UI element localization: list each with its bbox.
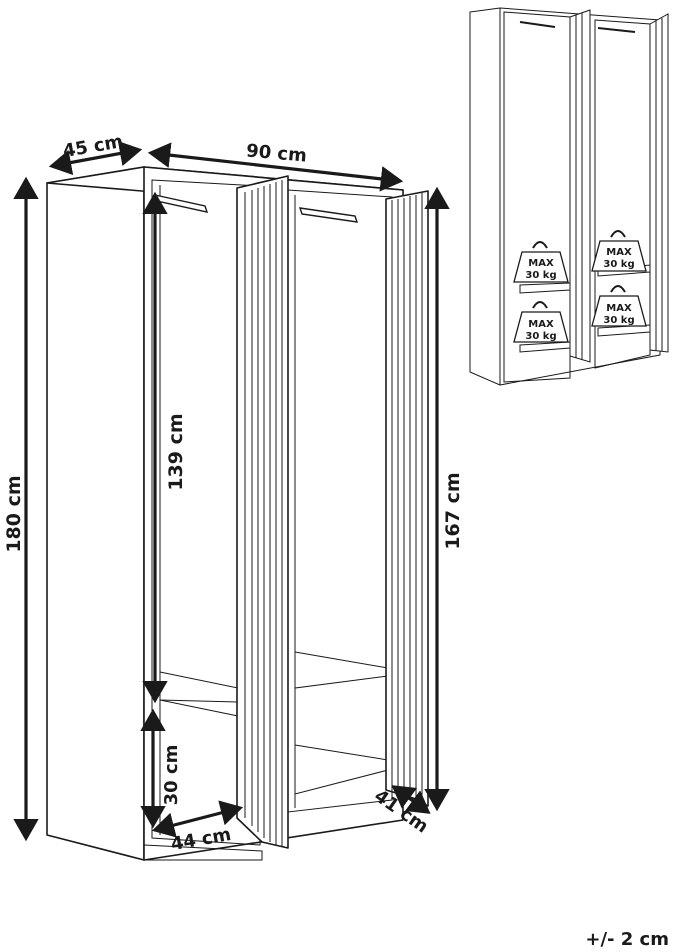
main-wardrobe <box>46 166 429 861</box>
width-label: 90 cm <box>245 140 307 166</box>
dimension-arrows <box>13 140 450 842</box>
side-panel <box>46 166 145 861</box>
weight-max-label: MAX <box>606 303 632 314</box>
left-door <box>236 175 289 849</box>
shelf-depth-arrow <box>151 800 244 838</box>
load-capacity-wardrobe: MAX 30 kg MAX 30 kg MAX 30 kg MAX 30 kg <box>469 7 669 386</box>
shelf-gap-label: 30 cm <box>161 745 182 806</box>
plinth <box>143 844 263 861</box>
weight-load-label: 30 kg <box>603 315 634 326</box>
total-height-label: 180 cm <box>3 475 25 552</box>
weight-icon: MAX 30 kg <box>513 301 569 343</box>
weight-icon: MAX 30 kg <box>591 230 647 272</box>
door-depth-arrow <box>391 785 431 814</box>
width-arrow <box>147 142 404 192</box>
right-door <box>385 190 429 807</box>
door-height-label: 167 cm <box>442 472 464 549</box>
weight-icon: MAX 30 kg <box>513 241 569 283</box>
weight-load-label: 30 kg <box>603 259 634 270</box>
hanging-height-label: 139 cm <box>165 413 187 490</box>
weight-load-label: 30 kg <box>525 270 556 281</box>
depth-arrow <box>48 140 143 176</box>
hanging-rail-right <box>298 207 359 223</box>
weight-icon: MAX 30 kg <box>591 285 647 327</box>
weight-max-label: MAX <box>528 258 554 269</box>
weight-load-label: 30 kg <box>525 331 556 342</box>
weight-max-label: MAX <box>606 247 632 258</box>
tolerance-note: +/- 2 cm <box>585 929 669 950</box>
weight-max-label: MAX <box>528 319 554 330</box>
